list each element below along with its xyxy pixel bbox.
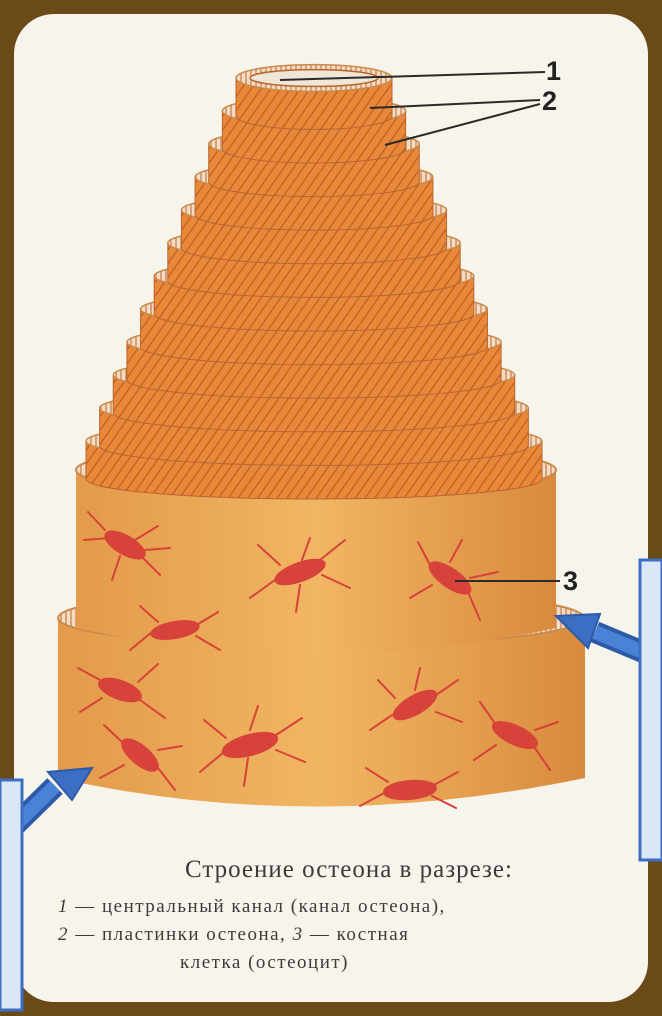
arrow-left-icon bbox=[0, 768, 92, 1010]
caption-item-2: 2 — пластинки остеона, 3 — костная bbox=[58, 924, 638, 946]
lamella-ring bbox=[236, 65, 392, 130]
label-1: 1 bbox=[546, 56, 561, 86]
caption-title: Строение остеона в разрезе: bbox=[185, 856, 635, 884]
caption-num-3: 3 bbox=[293, 924, 304, 945]
caption-item-1: 1 — центральный канал (канал остеона), bbox=[58, 896, 638, 918]
caption-text-3: — костная bbox=[304, 924, 410, 945]
caption-text-1: — центральный канал (канал остеона), bbox=[69, 896, 446, 917]
caption-item-3: клетка (остеоцит) bbox=[180, 952, 580, 974]
caption-num-2: 2 bbox=[58, 924, 69, 945]
caption-num-1: 1 bbox=[58, 896, 69, 917]
caption-text-4: клетка (остеоцит) bbox=[180, 952, 349, 973]
label-2: 2 bbox=[542, 86, 557, 116]
leader-line-2b bbox=[385, 104, 540, 145]
lamellae-stack bbox=[86, 65, 542, 499]
caption-text-2: — пластинки остеона, bbox=[69, 924, 293, 945]
label-3: 3 bbox=[563, 566, 578, 596]
